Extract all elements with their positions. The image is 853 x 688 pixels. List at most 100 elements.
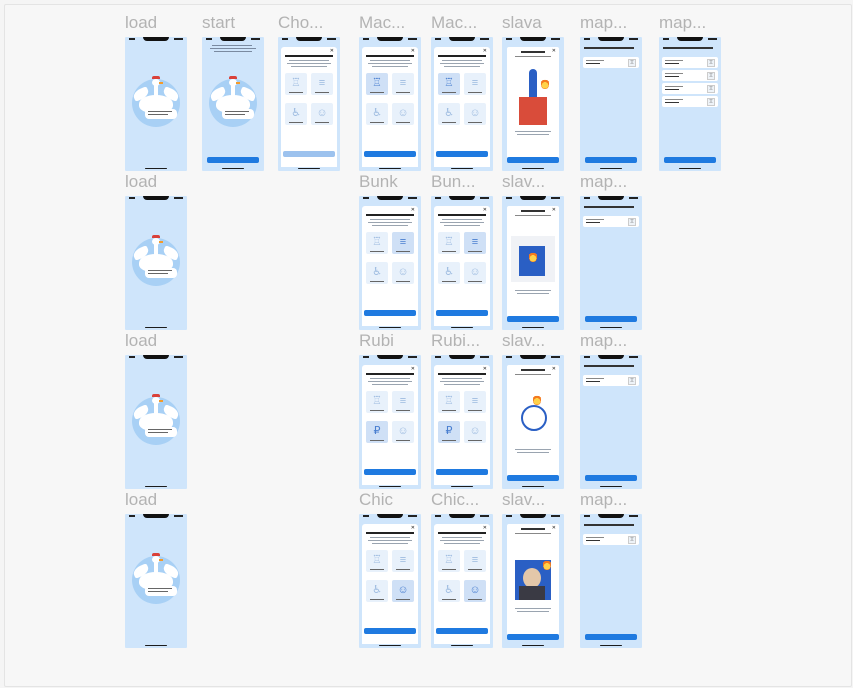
- frame-slava-2[interactable]: ✕: [502, 196, 564, 330]
- option-wheelchair-card[interactable]: ♿: [366, 103, 388, 125]
- map-location-card[interactable]: ♖: [662, 70, 718, 81]
- close-icon[interactable]: ✕: [410, 366, 415, 372]
- map-location-card[interactable]: ♖: [583, 57, 639, 68]
- continue-button[interactable]: [283, 151, 335, 157]
- frame-label[interactable]: Mac...: [431, 13, 478, 32]
- frame-load-1[interactable]: [125, 37, 187, 171]
- frame-mac-1[interactable]: ✕ ♖≡♿☺: [359, 37, 421, 171]
- open-map-button[interactable]: [507, 316, 559, 322]
- frame-mac-2[interactable]: ✕ ♖≡♿☺: [431, 37, 493, 171]
- frame-label[interactable]: load: [125, 172, 158, 191]
- continue-button[interactable]: [364, 628, 416, 634]
- map-location-card[interactable]: ♖: [583, 216, 639, 227]
- close-icon[interactable]: ✕: [410, 525, 415, 531]
- close-icon[interactable]: ✕: [482, 48, 487, 54]
- frame-label[interactable]: map...: [580, 331, 628, 350]
- frame-map-1[interactable]: ♖: [580, 37, 642, 171]
- option-rows-card[interactable]: ≡: [392, 232, 414, 254]
- frame-label[interactable]: slav...: [502, 331, 546, 350]
- choose-new-position-button[interactable]: [585, 157, 637, 163]
- frame-bunk-1[interactable]: ✕♖≡♿☺: [359, 196, 421, 330]
- open-map-button[interactable]: [507, 634, 559, 640]
- option-portrait-card[interactable]: ☺: [392, 103, 414, 125]
- option-portrait-card[interactable]: ☺: [392, 580, 414, 602]
- option-wheelchair-card[interactable]: ♿: [438, 580, 460, 602]
- frame-label[interactable]: Rubi: [359, 331, 394, 350]
- close-icon[interactable]: ✕: [410, 207, 415, 213]
- continue-button[interactable]: [364, 151, 416, 157]
- frame-map-4[interactable]: ♖: [580, 355, 642, 489]
- option-tower-card[interactable]: ♖: [438, 73, 460, 95]
- frame-label[interactable]: map...: [580, 490, 628, 509]
- option-tower-card[interactable]: ♖: [438, 550, 460, 572]
- frame-chic-1[interactable]: ✕♖≡♿☺: [359, 514, 421, 648]
- open-map-button[interactable]: [507, 475, 559, 481]
- frame-map-3[interactable]: ♖: [580, 196, 642, 330]
- close-icon[interactable]: ✕: [329, 48, 334, 54]
- option-rows-card[interactable]: ≡: [392, 73, 414, 95]
- option-rows-card[interactable]: ≡: [464, 391, 486, 413]
- frame-slava-1[interactable]: ✕: [502, 37, 564, 171]
- close-icon[interactable]: ✕: [482, 366, 487, 372]
- frame-label[interactable]: Bun...: [431, 172, 476, 191]
- map-location-card[interactable]: ♖: [583, 534, 639, 545]
- close-icon[interactable]: ✕: [551, 48, 556, 54]
- close-icon[interactable]: ✕: [551, 366, 556, 372]
- frame-label[interactable]: map...: [580, 13, 628, 32]
- option-rows-card[interactable]: ≡: [464, 232, 486, 254]
- frame-slava-3[interactable]: ✕: [502, 355, 564, 489]
- close-icon[interactable]: ✕: [551, 525, 556, 531]
- frame-label[interactable]: map...: [659, 13, 707, 32]
- map-location-card[interactable]: ♖: [583, 375, 639, 386]
- frame-label[interactable]: Bunk: [359, 172, 398, 191]
- option-rows-card[interactable]: ≡: [311, 73, 333, 95]
- frame-map-2[interactable]: ♖♖♖♖: [659, 37, 721, 171]
- option-rows-card[interactable]: ≡: [464, 73, 486, 95]
- frame-label[interactable]: load: [125, 331, 158, 350]
- close-icon[interactable]: ✕: [410, 48, 415, 54]
- frame-load-2[interactable]: [125, 196, 187, 330]
- option-wheelchair-card[interactable]: ♿: [438, 103, 460, 125]
- option-wheelchair-card[interactable]: ♿: [438, 262, 460, 284]
- frame-cho-1[interactable]: ✕♖≡♿☺: [278, 37, 340, 171]
- frame-label[interactable]: slav...: [502, 490, 546, 509]
- continue-button[interactable]: [436, 469, 488, 475]
- continue-button[interactable]: [436, 151, 488, 157]
- frame-map-5[interactable]: ♖: [580, 514, 642, 648]
- frame-rubi-2[interactable]: ✕ ♖≡₽☺: [431, 355, 493, 489]
- frame-label[interactable]: Mac...: [359, 13, 406, 32]
- frame-label[interactable]: slava: [502, 13, 542, 32]
- frame-label[interactable]: load: [125, 490, 158, 509]
- continue-button[interactable]: [364, 310, 416, 316]
- frame-label[interactable]: Chic...: [431, 490, 480, 509]
- choose-new-position-button[interactable]: [585, 634, 637, 640]
- option-wheelchair-card[interactable]: ♿: [366, 580, 388, 602]
- option-tower-card[interactable]: ♖: [285, 73, 307, 95]
- map-location-card[interactable]: ♖: [662, 83, 718, 94]
- option-tower-card[interactable]: ♖: [366, 550, 388, 572]
- continue-button[interactable]: [436, 310, 488, 316]
- frame-label[interactable]: start: [202, 13, 236, 32]
- option-wheelchair-card[interactable]: ♿: [285, 103, 307, 125]
- choose-new-position-button[interactable]: [664, 157, 716, 163]
- continue-button[interactable]: [436, 628, 488, 634]
- option-wheelchair-card[interactable]: ₽: [438, 421, 460, 443]
- frame-rubi-1[interactable]: ✕♖≡₽☺: [359, 355, 421, 489]
- close-icon[interactable]: ✕: [551, 207, 556, 213]
- option-portrait-card[interactable]: ☺: [392, 262, 414, 284]
- option-tower-card[interactable]: ♖: [438, 391, 460, 413]
- open-map-button[interactable]: [507, 157, 559, 163]
- continue-button[interactable]: [364, 469, 416, 475]
- frame-label[interactable]: Chic: [359, 490, 394, 509]
- frame-label[interactable]: map...: [580, 172, 628, 191]
- frame-chic-2[interactable]: ✕♖≡♿☺: [431, 514, 493, 648]
- frame-bunk-2[interactable]: ✕♖≡♿☺: [431, 196, 493, 330]
- option-tower-card[interactable]: ♖: [366, 73, 388, 95]
- frame-load-3[interactable]: [125, 355, 187, 489]
- option-portrait-card[interactable]: ☺: [464, 262, 486, 284]
- map-location-card[interactable]: ♖: [662, 96, 718, 107]
- option-portrait-card[interactable]: ☺: [464, 421, 486, 443]
- frame-start-1[interactable]: [202, 37, 264, 171]
- choose-new-position-button[interactable]: [585, 316, 637, 322]
- option-portrait-card[interactable]: ☺: [464, 103, 486, 125]
